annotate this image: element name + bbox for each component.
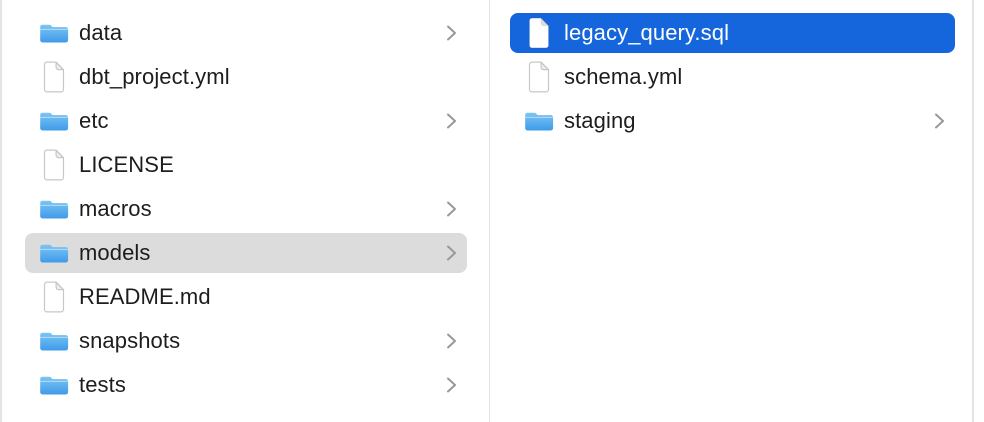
item-label: README.md — [79, 284, 211, 309]
file-column-child: legacy_query.sql schema.yml staging — [490, 0, 974, 422]
item-label: LICENSE — [79, 152, 174, 177]
item-label: etc — [79, 108, 109, 133]
folder-icon — [39, 21, 69, 45]
folder-row-data[interactable]: data — [2, 11, 489, 55]
file-row-legacy_query.sql[interactable]: legacy_query.sql — [490, 11, 972, 55]
item-label: macros — [79, 196, 152, 221]
document-icon — [524, 17, 554, 49]
chevron-right-icon — [446, 24, 457, 42]
row-highlight[interactable]: data — [25, 13, 467, 53]
file-list-parent: data dbt_project.yml etc LICENSE macros — [2, 11, 489, 407]
document-icon — [524, 61, 554, 93]
row-highlight[interactable]: LICENSE — [25, 145, 467, 185]
chevron-right-icon — [934, 112, 945, 130]
item-label: models — [79, 240, 151, 265]
row-highlight[interactable]: staging — [510, 101, 955, 141]
item-label: staging — [564, 108, 636, 133]
folder-icon — [39, 329, 69, 353]
file-row-schema.yml[interactable]: schema.yml — [490, 55, 972, 99]
chevron-right-icon — [446, 200, 457, 218]
folder-row-etc[interactable]: etc — [2, 99, 489, 143]
item-label: dbt_project.yml — [79, 64, 230, 89]
item-label: snapshots — [79, 328, 181, 353]
folder-row-staging[interactable]: staging — [490, 99, 972, 143]
item-label: data — [79, 20, 123, 45]
document-icon — [39, 61, 69, 93]
row-highlight[interactable]: legacy_query.sql — [510, 13, 955, 53]
item-label: legacy_query.sql — [564, 20, 730, 45]
folder-icon — [39, 109, 69, 133]
chevron-right-icon — [446, 376, 457, 394]
document-icon — [39, 281, 69, 313]
file-column-parent: data dbt_project.yml etc LICENSE macros — [2, 0, 490, 422]
folder-icon — [39, 373, 69, 397]
row-highlight[interactable]: README.md — [25, 277, 467, 317]
chevron-right-icon — [446, 332, 457, 350]
folder-icon — [39, 197, 69, 221]
folder-icon — [39, 241, 69, 265]
row-highlight[interactable]: etc — [25, 101, 467, 141]
file-row-README.md[interactable]: README.md — [2, 275, 489, 319]
document-icon — [39, 149, 69, 181]
item-label: tests — [79, 372, 126, 397]
file-row-dbt_project.yml[interactable]: dbt_project.yml — [2, 55, 489, 99]
row-highlight[interactable]: schema.yml — [510, 57, 955, 97]
chevron-right-icon — [446, 112, 457, 130]
row-highlight[interactable]: dbt_project.yml — [25, 57, 467, 97]
folder-row-tests[interactable]: tests — [2, 363, 489, 407]
row-highlight[interactable]: tests — [25, 365, 467, 405]
row-highlight[interactable]: snapshots — [25, 321, 467, 361]
folder-row-snapshots[interactable]: snapshots — [2, 319, 489, 363]
folder-icon — [524, 109, 554, 133]
row-highlight[interactable]: models — [25, 233, 467, 273]
item-label: schema.yml — [564, 64, 683, 89]
folder-row-models[interactable]: models — [2, 231, 489, 275]
row-highlight[interactable]: macros — [25, 189, 467, 229]
file-list-child: legacy_query.sql schema.yml staging — [490, 11, 972, 143]
column-gutter — [974, 0, 984, 422]
chevron-right-icon — [446, 244, 457, 262]
file-row-LICENSE[interactable]: LICENSE — [2, 143, 489, 187]
folder-row-macros[interactable]: macros — [2, 187, 489, 231]
